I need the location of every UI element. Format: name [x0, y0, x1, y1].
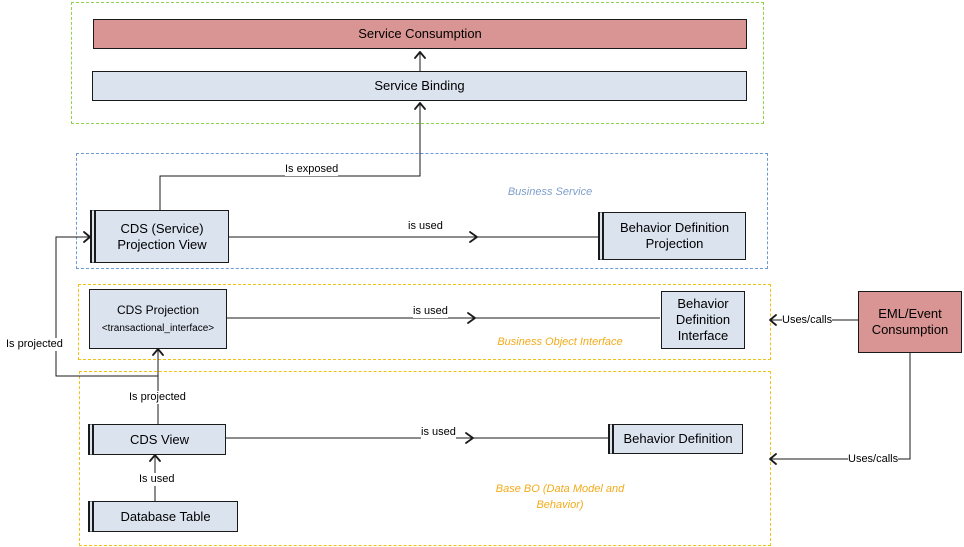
service-binding-label: Service Binding: [374, 78, 465, 93]
edge-label-uses-calls-interface: Uses/calls: [782, 314, 833, 327]
edge-label-is-projected-left: Is projected: [6, 338, 63, 351]
service-consumption-box[interactable]: Service Consumption: [93, 19, 747, 49]
behavior-definition-interface-box[interactable]: Behavior Definition Interface: [661, 291, 745, 349]
behavior-definition-interface-label-line2: Definition: [675, 312, 731, 327]
cds-projection-box[interactable]: CDS Projection <transactional_interface>: [89, 289, 227, 349]
edge-label-is-used-interface: is used: [413, 305, 448, 318]
behavior-definition-projection-label-line1: Behavior Definition: [619, 220, 730, 235]
behavior-definition-interface-label-line3: Interface: [677, 328, 729, 343]
eml-event-consumption-label-line2: Consumption: [871, 322, 949, 337]
cds-view-box[interactable]: CDS View: [88, 424, 226, 455]
service-zone: [71, 2, 764, 124]
edge-label-is-projected-center: Is projected: [129, 391, 186, 404]
behavior-definition-interface-label-line1: Behavior: [677, 296, 729, 311]
behavior-definition-label: Behavior Definition: [623, 431, 733, 446]
edge-label-is-used-base: is used: [421, 426, 456, 439]
base-bo-zone-label-line2: Behavior): [536, 499, 584, 511]
edge-label-is-used-table: Is used: [139, 473, 175, 486]
service-consumption-label: Service Consumption: [358, 26, 482, 41]
cds-projection-label-line1: CDS Projection: [116, 302, 199, 317]
eml-event-consumption-label-line1: EML/Event: [878, 306, 942, 321]
database-table-label: Database Table: [120, 508, 211, 524]
cds-projection-label-line2: <transactional_interface>: [101, 322, 215, 334]
edge-label-uses-calls-base: Uses/calls: [848, 453, 899, 466]
eml-event-consumption-box[interactable]: EML/Event Consumption: [858, 291, 962, 353]
business-service-zone: [76, 153, 768, 269]
behavior-definition-projection-box[interactable]: Behavior Definition Projection: [598, 212, 746, 260]
service-binding-box[interactable]: Service Binding: [92, 71, 747, 101]
business-service-zone-label: Business Service: [507, 186, 593, 198]
business-object-interface-zone: [78, 284, 771, 360]
cds-view-label: CDS View: [129, 431, 189, 447]
database-table-box[interactable]: Database Table: [88, 501, 238, 532]
edge-label-is-exposed: Is exposed: [285, 163, 339, 176]
edge-label-is-used-projection: is used: [408, 220, 443, 233]
cds-service-projection-view-label-line2: Projection View: [117, 236, 207, 252]
behavior-definition-box[interactable]: Behavior Definition: [608, 424, 743, 454]
cds-service-projection-view-box[interactable]: CDS (Service) Projection View: [90, 210, 229, 263]
business-object-interface-zone-label: Business Object Interface: [497, 336, 623, 348]
base-bo-zone-label: Base BO (Data Model and Behavior): [470, 481, 650, 513]
cds-service-projection-view-label-line1: CDS (Service): [120, 220, 204, 236]
behavior-definition-projection-label-line2: Projection: [645, 236, 704, 251]
base-bo-zone-label-line1: Base BO (Data Model and: [495, 483, 625, 495]
